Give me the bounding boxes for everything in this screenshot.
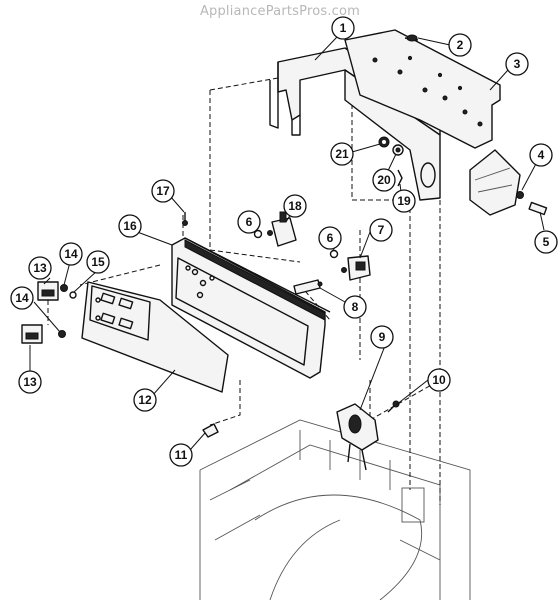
callouts: 1 2 3 4 5 6 6 7 8 9 10 11 12 13 13 14 14… bbox=[10, 16, 558, 467]
callout-6-left: 6 bbox=[237, 210, 261, 234]
svg-text:10: 10 bbox=[432, 373, 446, 387]
svg-text:14: 14 bbox=[64, 247, 78, 261]
callout-14-upper: 14 bbox=[59, 242, 83, 266]
callout-1: 1 bbox=[331, 16, 355, 40]
callout-13-upper: 13 bbox=[28, 256, 52, 280]
callout-8: 8 bbox=[343, 295, 367, 319]
part-13-knob-upper bbox=[37, 281, 59, 301]
svg-text:13: 13 bbox=[23, 375, 37, 389]
svg-text:20: 20 bbox=[377, 173, 391, 187]
svg-text:8: 8 bbox=[352, 300, 359, 314]
svg-text:21: 21 bbox=[335, 147, 349, 161]
callout-2: 2 bbox=[448, 33, 472, 57]
part-7-switch bbox=[341, 255, 371, 281]
svg-text:13: 13 bbox=[33, 261, 47, 275]
part-16-control-panel bbox=[171, 237, 331, 379]
svg-text:6: 6 bbox=[327, 231, 334, 245]
svg-text:5: 5 bbox=[543, 235, 550, 249]
callout-12: 12 bbox=[133, 388, 157, 412]
part-13-knob-lower bbox=[21, 324, 43, 344]
callout-21: 21 bbox=[330, 142, 354, 166]
callout-10: 10 bbox=[427, 368, 451, 392]
svg-text:14: 14 bbox=[15, 291, 29, 305]
callout-5: 5 bbox=[534, 230, 558, 254]
callout-19: 19 bbox=[392, 189, 416, 213]
callout-15: 15 bbox=[86, 250, 110, 274]
callout-7: 7 bbox=[369, 218, 393, 242]
callout-4: 4 bbox=[529, 143, 553, 167]
part-10-screw bbox=[387, 400, 400, 413]
cabinet-base bbox=[199, 419, 471, 600]
part-11-clip bbox=[202, 423, 219, 438]
svg-text:16: 16 bbox=[123, 219, 137, 233]
svg-text:3: 3 bbox=[514, 57, 521, 71]
svg-text:19: 19 bbox=[397, 194, 411, 208]
part-8-shaft bbox=[293, 279, 323, 295]
part-6-washer-left bbox=[253, 229, 263, 239]
part-3-rear-bracket bbox=[344, 29, 501, 149]
part-21-nut bbox=[378, 136, 390, 148]
svg-text:12: 12 bbox=[138, 393, 152, 407]
part-4-bracket bbox=[469, 149, 524, 216]
svg-text:7: 7 bbox=[378, 223, 385, 237]
leader-lines bbox=[29, 36, 545, 451]
svg-text:6: 6 bbox=[246, 215, 253, 229]
part-20-washer bbox=[392, 144, 404, 156]
part-18-switch bbox=[267, 211, 297, 247]
svg-text:17: 17 bbox=[156, 184, 170, 198]
part-14-clip-upper bbox=[60, 284, 68, 292]
watermark: AppliancePartsPros.com bbox=[199, 4, 361, 19]
part-12-overlay bbox=[81, 281, 229, 393]
callout-11: 11 bbox=[169, 443, 193, 467]
callout-13-lower: 13 bbox=[18, 370, 42, 394]
svg-text:1: 1 bbox=[340, 21, 347, 35]
callout-9: 9 bbox=[370, 325, 394, 349]
callout-18: 18 bbox=[283, 194, 307, 218]
svg-text:15: 15 bbox=[91, 255, 105, 269]
callout-20: 20 bbox=[372, 168, 396, 192]
callout-17: 17 bbox=[151, 179, 175, 203]
part-15-washer bbox=[69, 291, 77, 299]
svg-text:11: 11 bbox=[175, 448, 188, 462]
svg-text:9: 9 bbox=[379, 330, 386, 344]
svg-text:4: 4 bbox=[538, 148, 545, 162]
part-14-clip-lower bbox=[58, 330, 66, 338]
svg-text:18: 18 bbox=[288, 199, 302, 213]
svg-text:2: 2 bbox=[457, 38, 464, 52]
part-5-bolt bbox=[528, 201, 548, 216]
part-19-clip bbox=[397, 169, 403, 187]
part-6-washer-right bbox=[329, 249, 339, 259]
part-17-pin bbox=[182, 212, 188, 226]
callout-3: 3 bbox=[505, 52, 529, 76]
callout-16: 16 bbox=[118, 214, 142, 238]
part-1-console-frame bbox=[269, 47, 441, 201]
callout-14-lower: 14 bbox=[10, 286, 34, 310]
part-2-screw bbox=[404, 34, 419, 42]
callout-6-right: 6 bbox=[318, 226, 342, 250]
part-9-timer bbox=[336, 403, 379, 471]
